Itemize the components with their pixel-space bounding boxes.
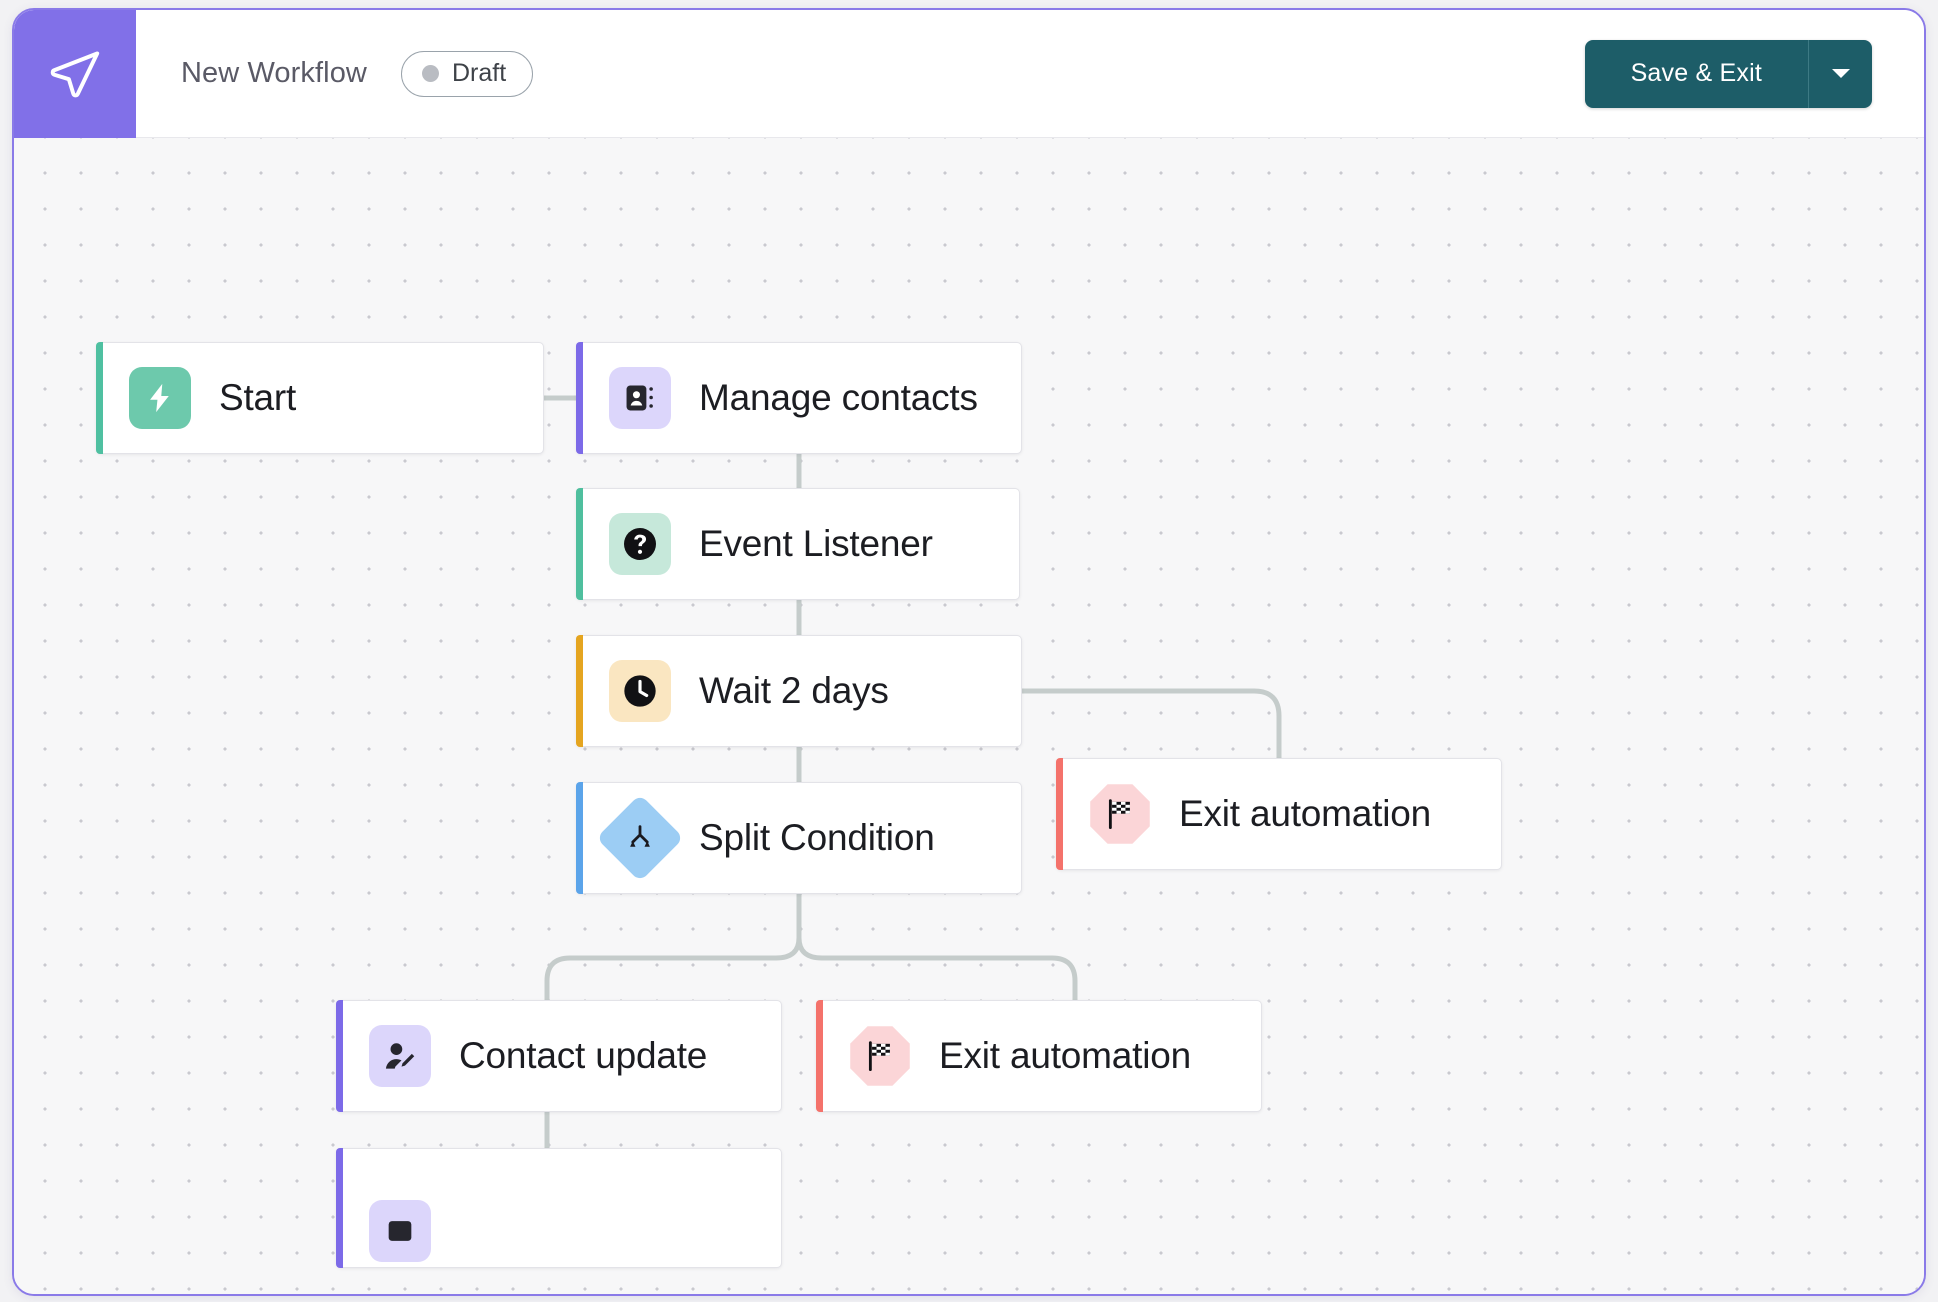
edge-wait-to-exit-right xyxy=(1019,688,1282,761)
node-icon-wrapper xyxy=(609,367,671,429)
node-icon-wrapper xyxy=(596,794,684,882)
workflow-node-wait[interactable]: Wait 2 days xyxy=(576,635,1022,747)
node-accent-bar xyxy=(96,342,103,454)
node-accent-bar xyxy=(576,342,583,454)
node-icon-wrapper xyxy=(1089,783,1151,845)
node-label: Split Condition xyxy=(699,817,935,858)
clock-icon xyxy=(609,660,671,722)
checkered-flag-icon xyxy=(1090,784,1150,844)
node-icon-wrapper xyxy=(369,1177,431,1262)
status-label: Draft xyxy=(451,59,507,87)
workflow-node-partial-offscreen[interactable] xyxy=(336,1148,782,1268)
workflow-node-exit-automation-bottom[interactable]: Exit automation xyxy=(816,1000,1262,1112)
node-label: Exit automation xyxy=(939,1035,1192,1076)
app-header: New Workflow Draft Save & Exit xyxy=(14,10,1924,138)
node-label: Start xyxy=(219,377,297,418)
page-title: New Workflow xyxy=(181,57,367,89)
edge-split-to-exit-bottom xyxy=(796,891,1078,1003)
lightning-bolt-icon xyxy=(129,367,191,429)
node-accent-bar xyxy=(336,1148,343,1268)
status-dot-icon xyxy=(421,65,439,82)
node-icon-wrapper xyxy=(849,1025,911,1087)
workflow-node-manage-contacts[interactable]: Manage contacts xyxy=(576,342,1022,454)
question-mark-icon xyxy=(609,513,671,575)
save-and-exit-button[interactable]: Save & Exit xyxy=(1584,39,1808,108)
paper-plane-icon xyxy=(50,50,100,97)
workflow-node-contact-update[interactable]: Contact update xyxy=(336,1000,782,1112)
header-actions: Save & Exit xyxy=(1584,39,1872,108)
node-label: Contact update xyxy=(459,1035,708,1076)
node-icon-wrapper xyxy=(369,1025,431,1087)
node-accent-bar xyxy=(576,488,583,600)
app-logo[interactable] xyxy=(14,10,136,138)
workflow-node-exit-automation-right[interactable]: Exit automation xyxy=(1056,758,1502,870)
workflow-node-event-listener[interactable]: Event Listener xyxy=(576,488,1020,600)
node-accent-bar xyxy=(336,1000,343,1112)
workflow-node-split-condition[interactable]: Split Condition xyxy=(576,782,1022,894)
checkered-flag-icon xyxy=(850,1026,910,1086)
node-accent-bar xyxy=(576,635,583,747)
node-accent-bar xyxy=(816,1000,823,1112)
node-label: Event Listener xyxy=(699,523,933,564)
node-label: Wait 2 days xyxy=(699,670,889,711)
save-options-dropdown-button[interactable] xyxy=(1808,39,1872,108)
edge-split-to-contact-update xyxy=(544,891,802,1003)
status-badge[interactable]: Draft xyxy=(400,50,534,97)
node-partial-icon xyxy=(369,1200,431,1262)
split-branch-icon xyxy=(596,794,684,882)
contact-card-icon xyxy=(609,367,671,429)
node-icon-wrapper xyxy=(129,367,191,429)
node-icon-wrapper xyxy=(609,660,671,722)
node-label: Exit automation xyxy=(1179,793,1432,834)
node-accent-bar xyxy=(576,782,583,894)
node-label: Manage contacts xyxy=(699,377,978,418)
workflow-canvas[interactable]: Start Manage contacts xyxy=(14,138,1924,1294)
workflow-node-start[interactable]: Start xyxy=(96,342,544,454)
node-accent-bar xyxy=(1056,758,1063,870)
node-icon-wrapper xyxy=(609,513,671,575)
chevron-down-icon xyxy=(1831,69,1850,78)
workflow-builder-window: New Workflow Draft Save & Exit xyxy=(12,8,1926,1296)
person-edit-icon xyxy=(369,1025,431,1087)
